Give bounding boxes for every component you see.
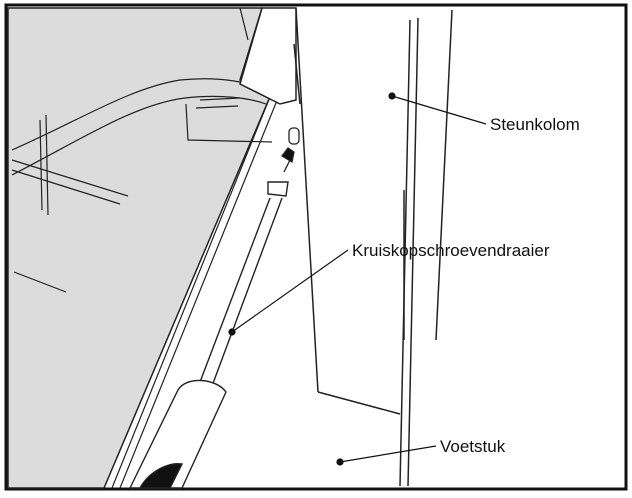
label-screwdriver: Kruiskopschroevendraaier xyxy=(352,241,550,260)
support-column-pointer-dot xyxy=(388,92,396,100)
support-column xyxy=(239,7,453,487)
panel-edge-lines xyxy=(11,7,279,489)
base-pointer-dot xyxy=(336,458,344,466)
screwdriver xyxy=(128,181,289,489)
label-support-column: Steunkolom xyxy=(490,115,580,134)
leader-lines xyxy=(228,92,487,466)
screw xyxy=(281,127,300,173)
label-base: Voetstuk xyxy=(440,437,506,456)
screwdriver-pointer-dot xyxy=(228,328,236,336)
